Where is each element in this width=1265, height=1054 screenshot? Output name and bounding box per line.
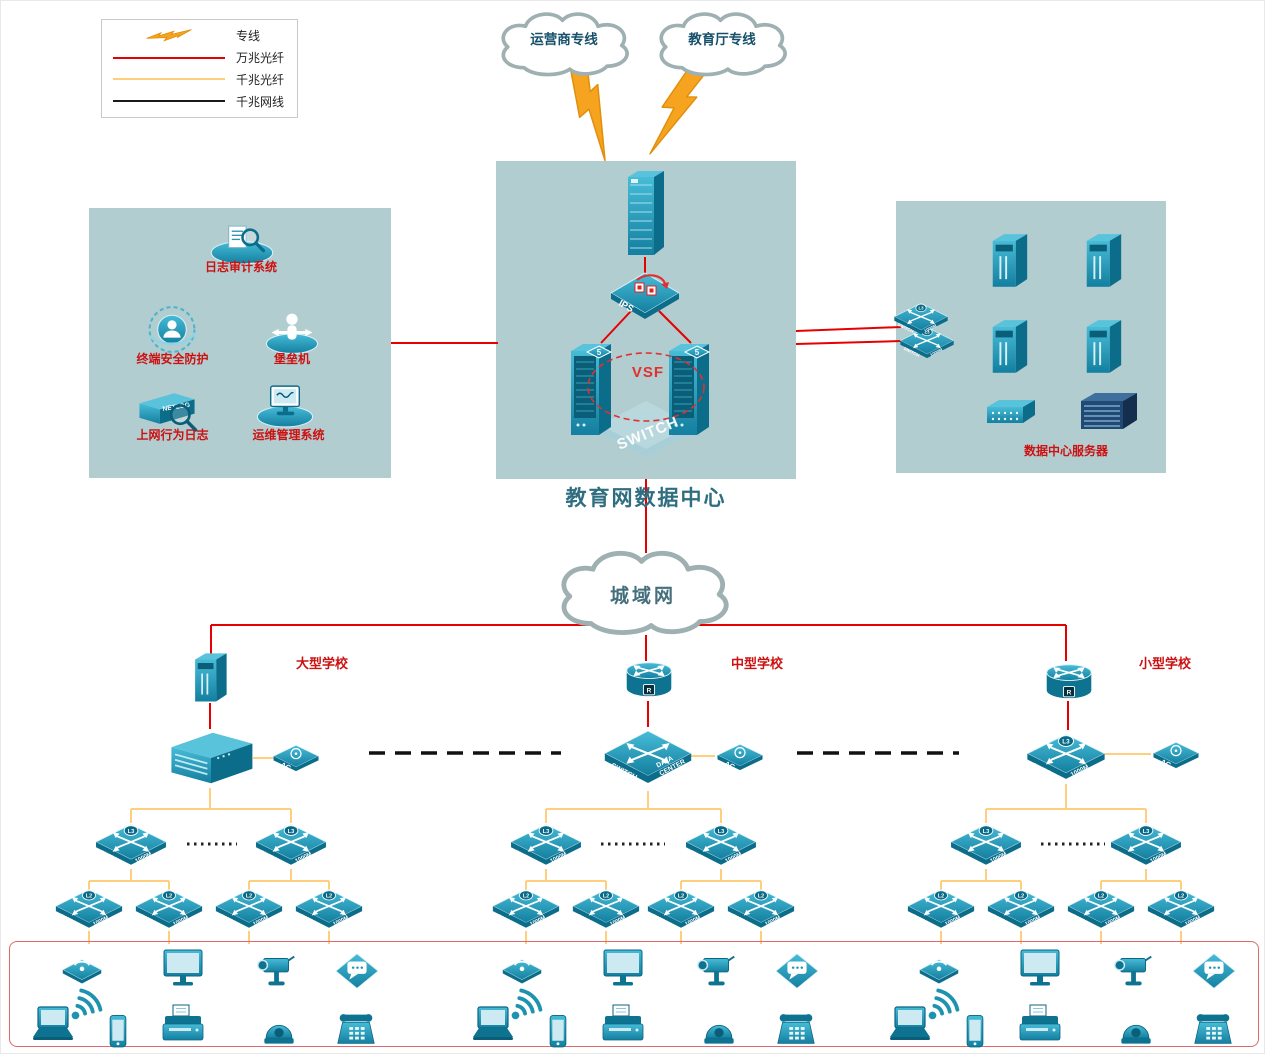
vsf-label: VSF xyxy=(631,364,665,381)
server-tower xyxy=(1081,229,1125,291)
bastion-host xyxy=(263,309,321,356)
bastion-host-label: 堡垒机 xyxy=(273,352,310,366)
metro-cloud-label: 城域网 xyxy=(609,585,676,607)
legend-item: 专线 xyxy=(110,25,289,46)
medium-school-label: 中型学校 xyxy=(730,656,783,671)
rack-server xyxy=(1077,387,1141,433)
printer xyxy=(1014,1001,1066,1049)
small-school-label: 小型学校 xyxy=(1138,656,1191,671)
l2-switch xyxy=(905,885,977,933)
server-tower xyxy=(987,315,1031,377)
smartphone xyxy=(535,1011,581,1053)
ips-device xyxy=(607,269,683,321)
l3-switch xyxy=(1108,819,1184,871)
large-school-core xyxy=(166,727,256,789)
desktop-monitor xyxy=(597,945,649,993)
log-audit-label: 日志审计系统 xyxy=(204,260,277,274)
stack-switch-front xyxy=(892,299,950,339)
legend-item-label: 专线 xyxy=(236,29,261,44)
ptz-camera xyxy=(691,947,743,993)
behavior-log-label: 上网行为日志 xyxy=(136,428,209,442)
datacenter-title: 教育网数据中心 xyxy=(565,485,727,510)
desktop-monitor xyxy=(157,945,209,993)
l3-switch xyxy=(683,819,759,871)
legend-item: 千兆网线 xyxy=(110,91,289,112)
small-school-router xyxy=(1043,659,1095,703)
ac-controller xyxy=(1151,739,1201,771)
large-school-gateway xyxy=(189,649,231,705)
ac-controller xyxy=(271,742,321,774)
endpoint-devices-box xyxy=(9,941,1259,1047)
ptz-camera xyxy=(251,947,303,993)
l2-switch xyxy=(293,885,365,933)
carrier-cloud-label: 运营商专线 xyxy=(530,32,598,47)
l2-switch xyxy=(133,885,205,933)
legend-item: 千兆光纤 xyxy=(110,69,289,90)
server-zone-title: 数据中心服务器 xyxy=(1023,444,1108,458)
l2-switch xyxy=(645,885,717,933)
endpoint-protection-system xyxy=(143,304,201,357)
legend-item-label: 万兆光纤 xyxy=(236,51,285,66)
education-cloud-label: 教育厅专线 xyxy=(688,32,756,47)
l3-switch xyxy=(93,819,169,871)
medium-school-router xyxy=(623,657,675,701)
ac-controller xyxy=(715,741,765,773)
small-school-core xyxy=(1024,728,1108,786)
legend-lightning-icon xyxy=(110,28,228,44)
chat-device xyxy=(331,949,383,995)
endpoint-protection-label: 终端安全防护 xyxy=(136,352,209,366)
large-school-label: 大型学校 xyxy=(295,656,348,671)
smartphone xyxy=(95,1011,141,1053)
legend-item-label: 千兆光纤 xyxy=(236,72,285,87)
dome-camera xyxy=(695,1007,743,1051)
l2-switch xyxy=(985,885,1057,933)
legend-line-1g-fiber xyxy=(113,78,225,81)
smartphone xyxy=(952,1011,998,1053)
l3-switch xyxy=(508,819,584,871)
storage-array xyxy=(983,395,1039,427)
server-tower xyxy=(1081,315,1125,377)
telephone xyxy=(769,1005,823,1051)
l2-switch xyxy=(53,885,125,933)
l2-switch xyxy=(1065,885,1137,933)
l3-switch xyxy=(948,819,1024,871)
legend-item-label: 千兆网线 xyxy=(236,94,285,109)
dome-camera xyxy=(1112,1007,1160,1051)
dome-camera xyxy=(255,1007,303,1051)
netlog-system xyxy=(133,384,201,433)
firewall-device xyxy=(622,167,668,259)
legend-line-10g-fiber xyxy=(113,56,225,59)
ops-management-system xyxy=(253,381,317,430)
server-tower xyxy=(987,229,1031,291)
telephone xyxy=(1186,1005,1240,1051)
telephone xyxy=(329,1005,383,1051)
desktop-monitor xyxy=(1014,945,1066,993)
ops-management-label: 运维管理系统 xyxy=(252,428,325,442)
chat-device xyxy=(1188,949,1240,995)
printer xyxy=(157,1001,209,1049)
chat-device xyxy=(771,949,823,995)
l2-switch xyxy=(490,885,562,933)
vsf-dashed-ring xyxy=(587,352,705,422)
legend-item: 万兆光纤 xyxy=(110,47,289,68)
l2-switch xyxy=(213,885,285,933)
printer xyxy=(597,1001,649,1049)
l2-switch xyxy=(1145,885,1217,933)
l2-switch xyxy=(570,885,642,933)
legend-line-1g-copper xyxy=(113,100,225,103)
l3-switch xyxy=(253,819,329,871)
ptz-camera xyxy=(1108,947,1160,993)
l2-switch xyxy=(725,885,797,933)
legend: 专线 万兆光纤 千兆光纤 千兆网线 xyxy=(101,19,298,118)
medium-school-core xyxy=(600,725,696,793)
